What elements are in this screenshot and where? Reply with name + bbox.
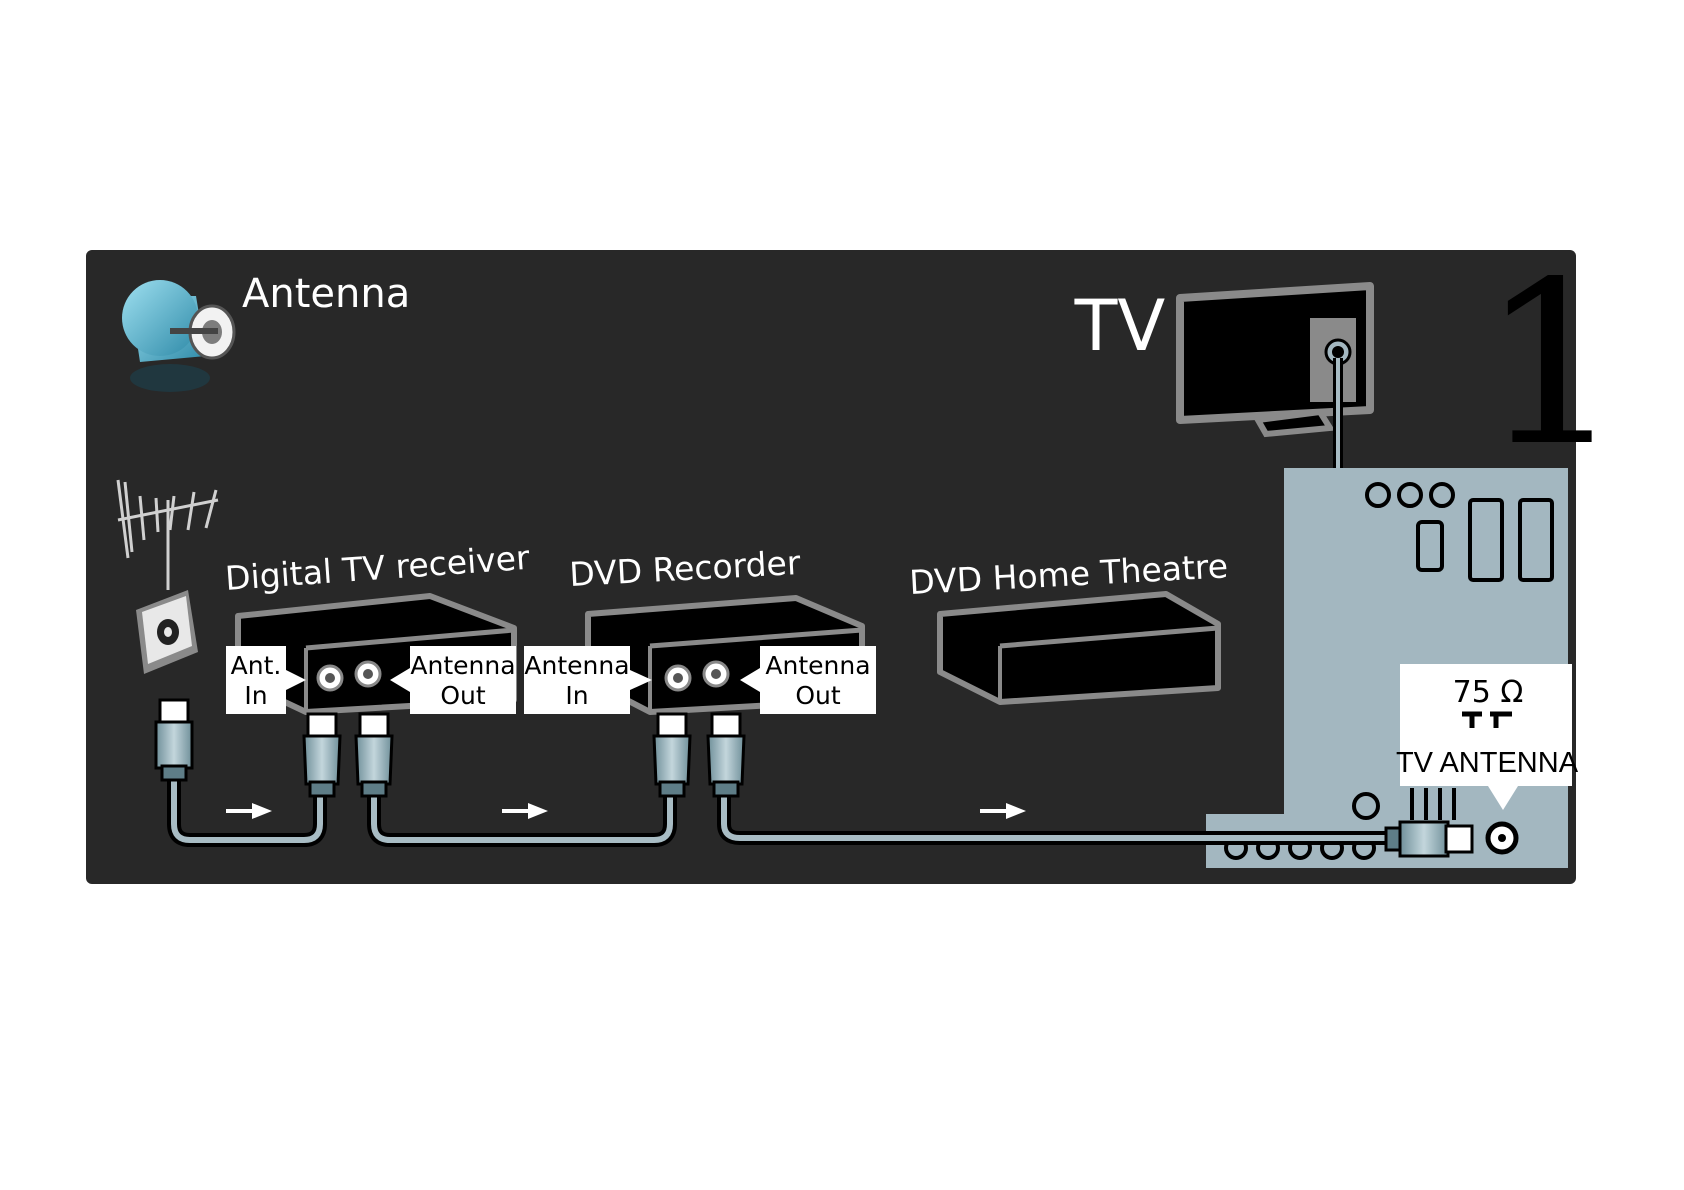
receiver-in-label: Ant. In [226, 646, 306, 714]
receiver-out-label: Antenna Out [390, 646, 516, 714]
antenna-title: Antenna [242, 271, 410, 317]
receiver-in-plug [302, 712, 342, 798]
recorder-in-plug [652, 712, 692, 798]
tv-plug [1384, 820, 1474, 858]
recorder-in-label: Antenna In [524, 646, 652, 714]
svg-text:Antenna: Antenna [524, 651, 629, 680]
home-theatre-device-icon [937, 591, 1221, 705]
recorder-out-label: Antenna Out [740, 646, 876, 714]
arrow-right-icon [226, 803, 272, 819]
tv-label: TV [1074, 285, 1166, 367]
svg-text:Out: Out [795, 681, 841, 710]
svg-text:In: In [244, 681, 267, 710]
svg-text:Antenna: Antenna [765, 651, 870, 680]
tv-icon [1176, 282, 1374, 438]
rooftop-antenna-icon [116, 479, 219, 590]
coax-plugs [154, 698, 1474, 858]
tv-antenna-label: TV ANTENNA [1396, 747, 1579, 779]
page-number: 1 [1480, 234, 1623, 496]
svg-text:Out: Out [440, 681, 486, 710]
tv-antenna-impedance: 75 Ω [1453, 675, 1524, 710]
svg-text:Ant.: Ant. [231, 651, 282, 680]
receiver-out-plug [354, 712, 394, 798]
signal-direction-arrows [226, 803, 1026, 819]
wall-plug [154, 698, 194, 782]
svg-text:In: In [565, 681, 588, 710]
arrow-right-icon [502, 803, 548, 819]
coax-cables [167, 753, 1397, 847]
antenna-connector-icon [122, 280, 236, 392]
arrow-right-icon [980, 803, 1026, 819]
recorder-out-plug [706, 712, 746, 798]
wall-socket-icon [136, 590, 198, 674]
tv-antenna-label-box [1400, 664, 1572, 810]
svg-text:Antenna: Antenna [410, 651, 515, 680]
